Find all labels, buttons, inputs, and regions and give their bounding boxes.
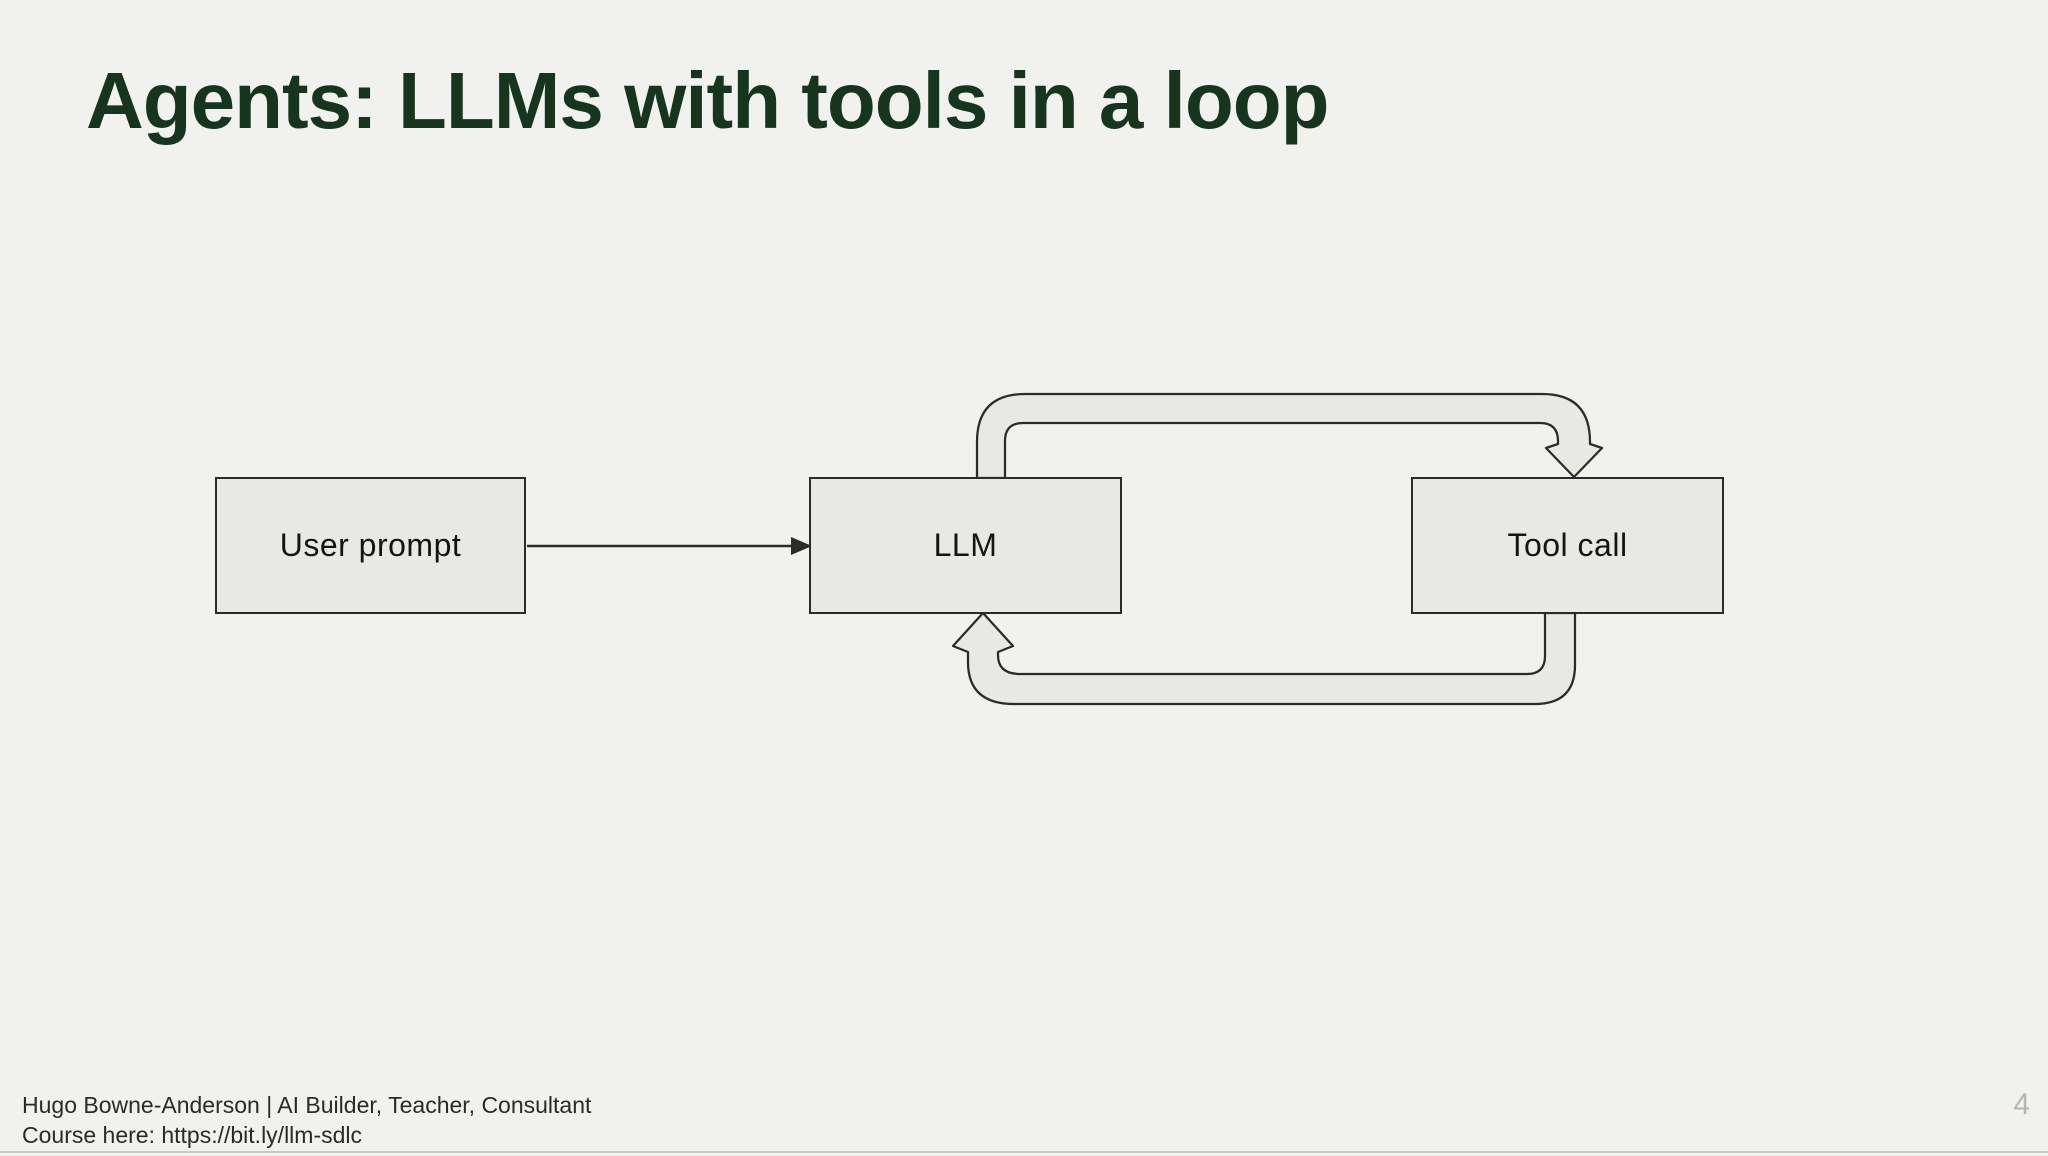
slide-title: Agents: LLMs with tools in a loop <box>86 56 1329 145</box>
course-url-link[interactable]: https://bit.ly/llm-sdlc <box>161 1122 363 1148</box>
page-number: 4 <box>2013 1088 2030 1121</box>
loop-arrow-bottom-toolcall-to-llm <box>951 611 1577 706</box>
node-tool-call: Tool call <box>1411 477 1724 614</box>
flow-arrowhead-icon <box>791 537 812 555</box>
bottom-edge-line <box>0 1151 2048 1153</box>
node-tool-call-label: Tool call <box>1507 527 1628 563</box>
node-llm: LLM <box>809 477 1122 614</box>
node-user-prompt: User prompt <box>215 477 526 614</box>
footer-course-prefix: Course here: <box>22 1122 162 1148</box>
node-llm-label: LLM <box>933 527 998 563</box>
loop-arrow-top-llm-to-toolcall <box>975 392 1604 480</box>
node-user-prompt-label: User prompt <box>279 527 462 563</box>
footer-author-line: Hugo Bowne-Anderson | AI Builder, Teache… <box>22 1092 592 1118</box>
footer: Hugo Bowne-Anderson | AI Builder, Teache… <box>22 1090 591 1150</box>
flow-arrow-user-to-llm <box>527 537 812 555</box>
footer-course-line: Course here: https://bit.ly/llm-sdlc <box>22 1120 591 1150</box>
